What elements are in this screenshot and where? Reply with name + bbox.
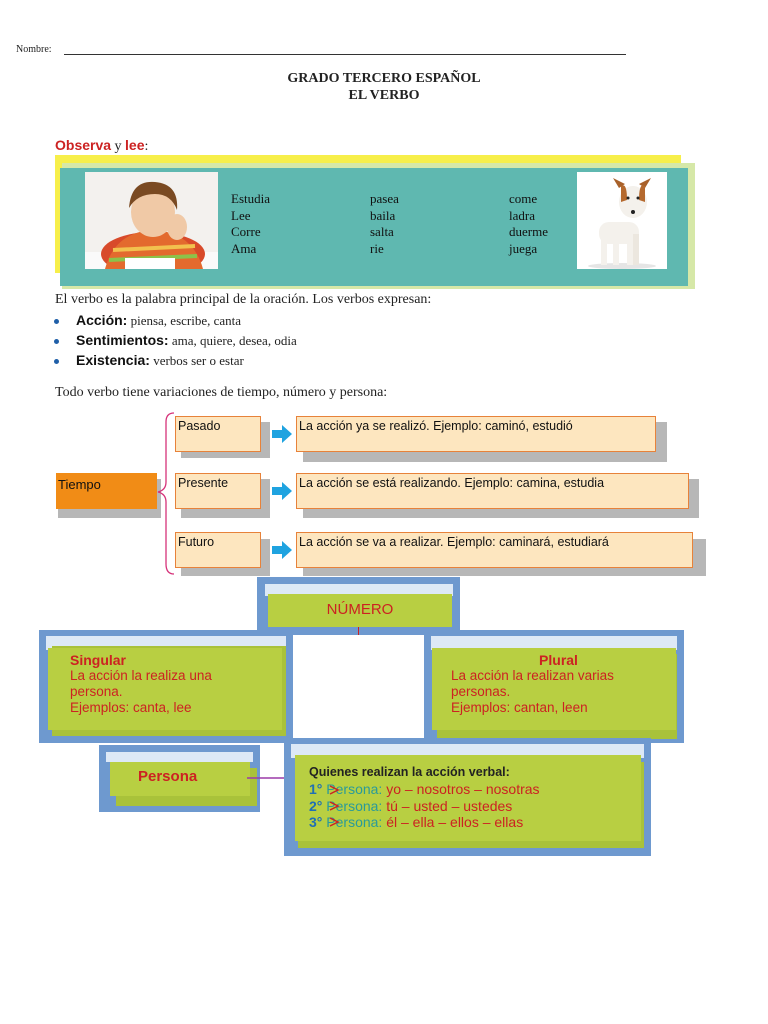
persona-num: 2° bbox=[309, 797, 323, 814]
plural-line: La acción la realizan varias bbox=[451, 668, 614, 683]
persona-title: Persona bbox=[138, 768, 198, 785]
verb-word: Estudia bbox=[231, 191, 270, 206]
persona-num: 1° bbox=[309, 781, 323, 797]
child-photo bbox=[85, 172, 218, 276]
tiempo-label: Tiempo bbox=[58, 477, 101, 492]
verbs-col3: come ladra duerme juega bbox=[509, 191, 548, 257]
persona-detail-highlight bbox=[291, 744, 644, 758]
tiempo-presente: Presente bbox=[175, 473, 261, 509]
bullet-desc: verbos ser o estar bbox=[149, 353, 244, 368]
bullet-desc: piensa, escribe, canta bbox=[127, 313, 242, 328]
bullet-dot-icon bbox=[54, 319, 59, 324]
verb-word: salta bbox=[370, 224, 394, 239]
persona-label: Persona: bbox=[326, 814, 383, 830]
instruction-colon: : bbox=[144, 139, 149, 154]
tiempo-futuro: Futuro bbox=[175, 532, 261, 568]
tiempo-pasado-desc: La acción ya se realizó. Ejemplo: caminó… bbox=[296, 416, 656, 452]
tiempo-desc: La acción ya se realizó. Ejemplo: caminó… bbox=[299, 419, 573, 433]
singular-line: Ejemplos: canta, lee bbox=[70, 700, 192, 715]
verb-word: come bbox=[509, 191, 538, 206]
verbs-col2: pasea baila salta rie bbox=[370, 191, 399, 257]
verb-word: duerme bbox=[509, 224, 548, 239]
bullet-list: Acción: piensa, escribe, canta Sentimien… bbox=[52, 312, 452, 372]
verb-word: juega bbox=[509, 240, 538, 256]
singular-title: Singular bbox=[70, 652, 127, 668]
verb-word: Ama bbox=[231, 240, 257, 256]
singular-box: Singular La acción la realiza una person… bbox=[48, 648, 282, 730]
bullet-term: Acción: bbox=[76, 312, 128, 328]
tiempo-name: Presente bbox=[178, 476, 229, 490]
persona-box: Persona bbox=[110, 762, 250, 796]
persona-text: yo – nosotros – nosotras bbox=[382, 781, 540, 797]
nombre-label: Nombre: bbox=[16, 44, 52, 55]
numero-highlight bbox=[265, 584, 453, 596]
persona-row: 1° Persona: yo – nosotros – nosotras bbox=[309, 781, 641, 798]
persona-highlight bbox=[106, 752, 253, 762]
tiempo-presente-desc: La acción se está realizando. Ejemplo: c… bbox=[296, 473, 689, 509]
plural-title: Plural bbox=[539, 652, 578, 668]
bullet-item: Sentimientos: ama, quiere, desea, odia bbox=[52, 332, 452, 352]
dog-photo bbox=[577, 172, 667, 269]
persona-num: 3° bbox=[309, 814, 323, 830]
verb-word: rie bbox=[370, 240, 384, 256]
persona-label: Persona: bbox=[326, 781, 383, 797]
tiempo-box: Tiempo bbox=[56, 473, 157, 509]
verb-word: Corre bbox=[231, 224, 261, 239]
arrow-right-icon bbox=[272, 541, 292, 559]
bracket-icon bbox=[157, 412, 175, 575]
persona-row: 2° Persona: tú – usted – ustedes bbox=[309, 798, 641, 815]
verbs-col1: Estudia Lee Corre Ama bbox=[231, 191, 270, 257]
bullet-dot-icon bbox=[54, 339, 59, 344]
plural-box: Plural La acción la realizan varias pers… bbox=[432, 648, 676, 730]
verb-word: Lee bbox=[231, 207, 251, 223]
small-arrow-icons bbox=[329, 785, 340, 827]
title-line1: GRADO TERCERO ESPAÑOL bbox=[287, 71, 481, 86]
numero-connector bbox=[358, 627, 359, 635]
instruction: Observa y lee: bbox=[55, 137, 148, 155]
tiempo-desc: La acción se va a realizar. Ejemplo: cam… bbox=[299, 535, 609, 549]
verb-word: baila bbox=[370, 207, 396, 223]
tiempo-pasado: Pasado bbox=[175, 416, 261, 452]
arrow-right-icon bbox=[272, 482, 292, 500]
verb-word: ladra bbox=[509, 207, 535, 223]
bullet-dot-icon bbox=[54, 359, 59, 364]
instruction-observa: Observa bbox=[55, 137, 112, 153]
numero-title: NÚMERO bbox=[326, 601, 394, 618]
instruction-y: y bbox=[111, 139, 126, 154]
bullet-term: Existencia: bbox=[76, 352, 150, 368]
tiempo-futuro-desc: La acción se va a realizar. Ejemplo: cam… bbox=[296, 532, 693, 568]
persona-text: él – ella – ellos – ellas bbox=[382, 814, 524, 830]
instruction-lee: lee bbox=[125, 137, 145, 153]
verb-word: pasea bbox=[370, 191, 399, 206]
plural-line: Ejemplos: cantan, leen bbox=[451, 700, 588, 715]
singular-line: persona. bbox=[70, 684, 123, 699]
persona-text: tú – usted – ustedes bbox=[382, 797, 513, 814]
plural-line: personas. bbox=[451, 684, 511, 699]
tiempo-name: Futuro bbox=[178, 535, 215, 549]
plural-highlight bbox=[431, 636, 677, 650]
bullet-term: Sentimientos: bbox=[76, 332, 169, 348]
singular-line: La acción la realiza una bbox=[70, 668, 212, 683]
arrow-right-icon bbox=[272, 425, 292, 443]
nombre-line[interactable] bbox=[64, 54, 626, 55]
persona-label: Persona: bbox=[326, 797, 383, 814]
persona-row: 3° Persona: él – ella – ellos – ellas bbox=[309, 814, 641, 831]
title-line2: EL VERBO bbox=[348, 88, 420, 103]
tiempo-desc: La acción se está realizando. Ejemplo: c… bbox=[299, 476, 605, 490]
bullet-item: Acción: piensa, escribe, canta bbox=[52, 312, 452, 332]
persona-detail-box: Quienes realizan la acción verbal: 1° Pe… bbox=[295, 755, 641, 841]
persona-heading: Quienes realizan la acción verbal: bbox=[309, 765, 510, 779]
tiempo-name: Pasado bbox=[178, 419, 221, 433]
numero-box: NÚMERO bbox=[268, 594, 452, 627]
bullet-desc: ama, quiere, desea, odia bbox=[168, 333, 297, 348]
bullet-item: Existencia: verbos ser o estar bbox=[52, 352, 452, 372]
intro-text: El verbo es la palabra principal de la o… bbox=[55, 292, 432, 307]
variations-text: Todo verbo tiene variaciones de tiempo, … bbox=[55, 385, 388, 400]
